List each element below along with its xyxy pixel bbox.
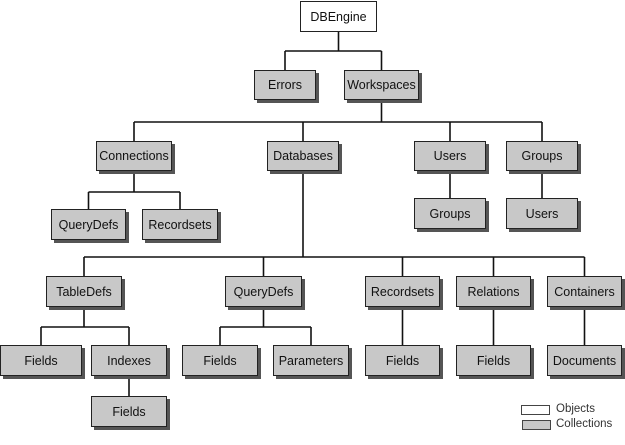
legend-objects-swatch bbox=[521, 405, 550, 415]
node-connections: Connections bbox=[96, 141, 172, 171]
node-containers: Containers bbox=[547, 276, 622, 307]
node-users: Users bbox=[414, 141, 486, 171]
node-databases: Databases bbox=[267, 141, 339, 171]
node-conn-querydefs: QueryDefs bbox=[51, 209, 126, 240]
node-indexes: Indexes bbox=[91, 345, 167, 376]
node-indexes-fields: Fields bbox=[91, 396, 167, 427]
legend-objects-label: Objects bbox=[556, 403, 595, 415]
node-workspaces: Workspaces bbox=[344, 70, 419, 100]
node-db-recordsets: Recordsets bbox=[365, 276, 440, 307]
node-errors: Errors bbox=[254, 70, 316, 100]
node-groups: Groups bbox=[506, 141, 578, 171]
node-users-groups: Groups bbox=[414, 198, 486, 229]
node-db-querydefs: QueryDefs bbox=[225, 276, 302, 307]
node-parameters: Parameters bbox=[273, 345, 349, 376]
node-querydefs-fields: Fields bbox=[182, 345, 258, 376]
node-tabledefs: TableDefs bbox=[46, 276, 122, 307]
legend-collections-swatch bbox=[522, 420, 551, 430]
node-documents: Documents bbox=[547, 345, 622, 376]
node-groups-users: Users bbox=[506, 198, 578, 229]
node-relations: Relations bbox=[456, 276, 531, 307]
node-tabledefs-fields: Fields bbox=[0, 345, 82, 376]
node-relations-fields: Fields bbox=[456, 345, 531, 376]
legend-collections-label: Collections bbox=[556, 418, 613, 430]
node-dbengine: DBEngine bbox=[300, 1, 377, 32]
node-conn-recordsets: Recordsets bbox=[142, 209, 218, 240]
node-recordsets-fields: Fields bbox=[365, 345, 440, 376]
